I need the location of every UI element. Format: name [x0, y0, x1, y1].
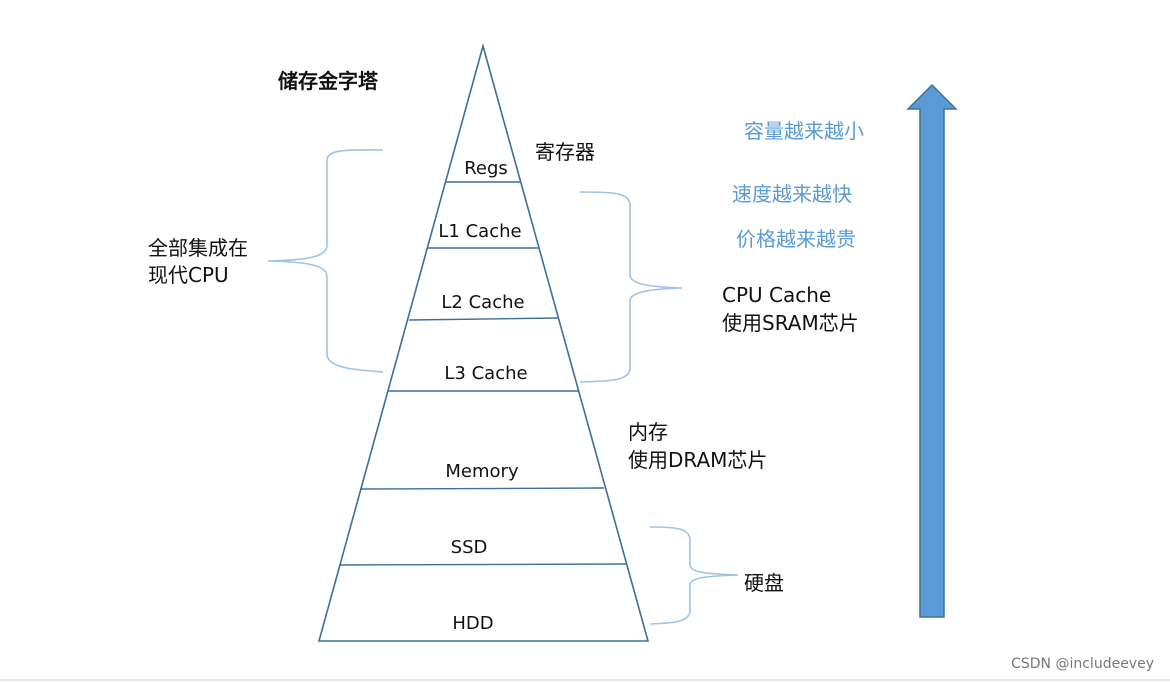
- registers-label: 寄存器: [535, 140, 595, 164]
- trend-capacity: 容量越来越小: [744, 119, 864, 143]
- left-brace: [267, 149, 384, 373]
- left-brace-label-line1: 全部集成在: [148, 236, 248, 260]
- layer-label-l2-cache: L2 Cache: [441, 292, 524, 313]
- layer-label-memory: Memory: [445, 461, 519, 482]
- layer-label-regs: Regs: [464, 158, 508, 179]
- memory-label-line2: 使用DRAM芯片: [628, 448, 767, 472]
- memory-label-line1: 内存: [628, 420, 668, 444]
- up-arrow: [906, 83, 958, 618]
- layer-label-hdd: HDD: [452, 613, 493, 634]
- trend-speed: 速度越来越快: [732, 182, 852, 206]
- divider-ssd-hdd: [339, 563, 627, 566]
- layer-label-l1-cache: L1 Cache: [438, 221, 521, 242]
- divider-memory-ssd: [359, 487, 605, 490]
- layer-label-l3-cache: L3 Cache: [444, 363, 527, 384]
- cpu-cache-label-line1: CPU Cache: [722, 283, 831, 307]
- layer-dividers: [339, 181, 627, 566]
- diagram-title: 储存金字塔: [278, 69, 379, 93]
- left-brace-label-line2: 现代CPU: [148, 263, 229, 287]
- cpu-cache-brace: [579, 191, 683, 383]
- disk-brace: [649, 526, 739, 625]
- layer-label-ssd: SSD: [451, 537, 488, 558]
- trend-price: 价格越来越贵: [736, 227, 856, 251]
- pyramid-outline: [317, 42, 650, 642]
- divider-l2-l3: [408, 317, 559, 321]
- watermark: CSDN @includeevey: [1011, 656, 1154, 672]
- disk-label: 硬盘: [744, 571, 784, 595]
- cpu-cache-label-line2: 使用SRAM芯片: [722, 311, 859, 335]
